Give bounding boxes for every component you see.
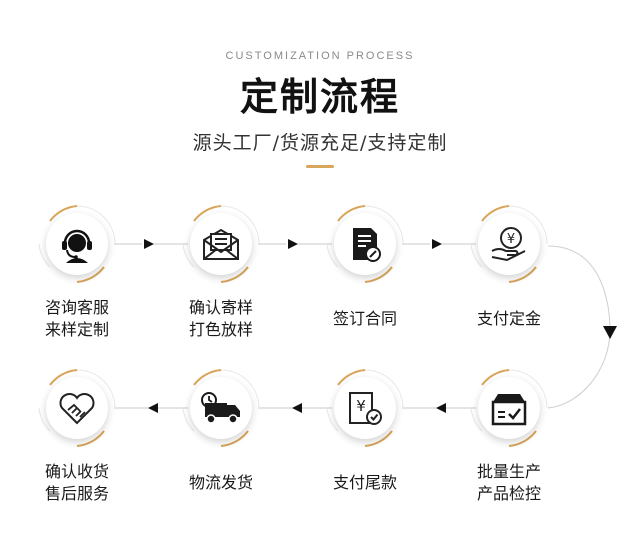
payment-yen-hand-icon: ¥ <box>491 227 526 262</box>
step-label-line1: 签订合同 <box>332 309 397 328</box>
accent-divider <box>306 165 334 168</box>
step-confirm-sample: 确认寄样 打色放样 <box>166 203 276 353</box>
step-icon-ring <box>36 203 118 285</box>
svg-text:¥: ¥ <box>507 232 515 247</box>
step-icon-ring <box>324 203 406 285</box>
handshake-heart-icon <box>59 393 95 425</box>
tagline: 源头工厂/货源充足/支持定制 <box>192 132 448 154</box>
production-box-check-icon <box>491 394 527 426</box>
customer-service-headset-icon <box>62 229 92 263</box>
contract-signing-icon <box>353 228 381 262</box>
step-label-line1: 支付尾款 <box>332 473 397 492</box>
step-pay-balance: ¥ 支付尾款 <box>310 367 420 517</box>
step-icon-ring <box>180 203 262 285</box>
step-label-line1: 批量生产 <box>476 462 541 481</box>
page-title: 定制流程 <box>239 75 400 119</box>
connector-2-3 <box>258 239 332 249</box>
connector-3-4 <box>402 239 476 249</box>
step-consult: 咨询客服 来样定制 <box>22 203 132 353</box>
step-label-line2: 来样定制 <box>44 320 109 339</box>
step-label-line2: 售后服务 <box>44 484 109 503</box>
step-label-line1: 确认收货 <box>44 462 109 481</box>
connector-1-2 <box>114 239 188 249</box>
step-icon-ring <box>468 367 550 449</box>
step-icon-ring: ¥ <box>324 367 406 449</box>
balance-payment-icon: ¥ <box>349 392 382 425</box>
step-label-line1: 支付定金 <box>476 309 541 328</box>
step-label-line1: 物流发货 <box>188 473 253 492</box>
step-pay-deposit: ¥ 支付定金 <box>454 203 564 353</box>
step-icon-ring <box>36 367 118 449</box>
mail-envelope-icon <box>203 228 239 260</box>
step-label-line2: 打色放样 <box>188 320 253 339</box>
step-label-line1: 咨询客服 <box>44 298 109 317</box>
step-confirm-receipt: 确认收货 售后服务 <box>22 367 132 517</box>
header: CUSTOMIZATION PROCESS 定制流程 源头工厂/货源充足/支持定… <box>0 0 640 180</box>
step-logistics: 物流发货 <box>166 367 276 517</box>
step-label-line2: 产品检控 <box>476 484 541 503</box>
step-icon-ring: ¥ <box>468 203 550 285</box>
connector-4-5-curve <box>547 245 617 409</box>
delivery-truck-icon <box>201 392 240 424</box>
step-sign-contract: 签订合同 <box>310 203 420 353</box>
step-icon-ring <box>180 367 262 449</box>
step-label-line1: 确认寄样 <box>188 298 253 317</box>
step-mass-production: 批量生产 产品检控 <box>454 367 564 517</box>
svg-text:¥: ¥ <box>356 397 366 415</box>
english-subtitle: CUSTOMIZATION PROCESS <box>225 50 415 62</box>
